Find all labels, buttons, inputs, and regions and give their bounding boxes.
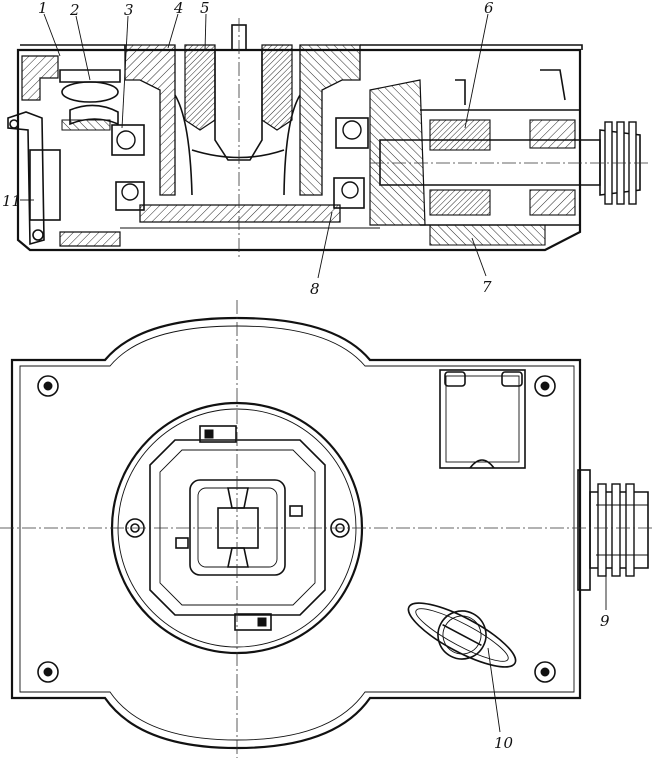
chuck-outer: [149, 439, 326, 616]
pulley-9-groove-3: [625, 483, 635, 577]
callout-6: 6: [484, 0, 494, 17]
left-base: [59, 231, 121, 247]
bearing-3-lower-housing: [115, 181, 145, 211]
leader-1: [43, 13, 61, 57]
lever-pivot: [9, 119, 19, 129]
clamp-left: [175, 537, 189, 549]
jaw-top: [227, 487, 249, 509]
cover-handle: [469, 459, 495, 469]
corner-bolt-br: [534, 661, 556, 683]
clamp-right: [289, 505, 303, 517]
corner-bolt-tl: [37, 375, 59, 397]
callout-11: 11: [2, 192, 21, 210]
base-plate-outline: [10, 316, 582, 750]
section-view: [7, 18, 650, 260]
jaw-bottom: [227, 547, 249, 568]
bearing-3-top: [116, 130, 136, 150]
jaw-frame-inner: [197, 487, 278, 568]
cover-latch-right: [501, 371, 523, 387]
pulley-9-hub: [596, 504, 648, 556]
bearing-right-bottom: [529, 189, 576, 216]
bearing-8-top: [342, 120, 362, 140]
bore-bottom: [191, 149, 285, 159]
leader-8: [317, 211, 333, 279]
bearing-6-bottom: [429, 189, 491, 216]
linkage-arm: [69, 104, 119, 126]
central-shaft: [214, 49, 263, 161]
callout-7: 7: [482, 278, 492, 296]
leader-5: [204, 13, 207, 51]
bore-right: [283, 94, 301, 196]
top-fittings: [455, 69, 566, 105]
pulley-9-groove-1: [597, 483, 607, 577]
bearing-3-housing: [111, 124, 145, 156]
handle-10: [407, 602, 517, 668]
jaw-frame: [189, 479, 286, 576]
callout-1: 1: [38, 0, 48, 17]
callout-10: 10: [494, 734, 514, 752]
leader-lines: [20, 13, 607, 733]
leader-7: [471, 237, 487, 277]
lever-block: [29, 149, 61, 221]
leader-3: [121, 15, 129, 129]
callout-5: 5: [200, 0, 210, 17]
inspection-cover: [439, 369, 526, 469]
hub-right: [299, 44, 361, 196]
gearbox-base-7: [429, 224, 546, 246]
wedge-right-5: [261, 44, 293, 131]
base-plate-inner: [19, 325, 575, 741]
plan-view: [0, 300, 653, 758]
leader-2: [75, 15, 91, 81]
gear-2-body: [59, 69, 121, 83]
bearing-6-top: [429, 119, 491, 151]
bearing-8-lower-housing: [333, 177, 365, 209]
hub-left: [124, 44, 176, 196]
bevel-gear: [369, 79, 426, 226]
clamp-top-screw: [204, 429, 214, 439]
hub-base: [139, 204, 341, 223]
gear-2: [61, 81, 119, 103]
inspection-cover-inner: [445, 375, 520, 463]
housing-outline: [16, 48, 582, 252]
bearing-right-top: [529, 119, 576, 149]
pulley-9-groove-2: [611, 483, 621, 577]
callout-4: 4: [173, 0, 184, 17]
bore-left: [174, 94, 193, 196]
leader-4: [167, 13, 179, 49]
clamp-bottom-screw: [257, 617, 267, 627]
lever-pin: [32, 229, 44, 241]
callout-9: 9: [600, 612, 610, 630]
bearing-8-bottom: [341, 181, 359, 199]
left-wall: [21, 55, 59, 101]
pulley-end: [599, 129, 641, 196]
callout-2: 2: [69, 1, 80, 19]
bearing-3-bottom: [121, 183, 139, 201]
cover-latch-left: [444, 371, 466, 387]
corner-bolt-bl: [37, 661, 59, 683]
bearing-8-housing: [335, 117, 369, 149]
leader-6: [464, 13, 489, 129]
gearbox-top: [420, 109, 581, 120]
clamp-bottom: [234, 613, 272, 631]
callout-3: 3: [124, 1, 134, 19]
clamp-top: [199, 425, 237, 443]
chuck-inner: [159, 449, 316, 606]
callout-labels: 1 2 3 4 5 6 7 8 9 10 11: [2, 0, 610, 752]
callout-8: 8: [310, 280, 320, 298]
leader-10: [487, 647, 501, 733]
wedge-left-5: [184, 44, 216, 131]
lever-11: [7, 111, 45, 246]
corner-bolt-tr: [534, 375, 556, 397]
